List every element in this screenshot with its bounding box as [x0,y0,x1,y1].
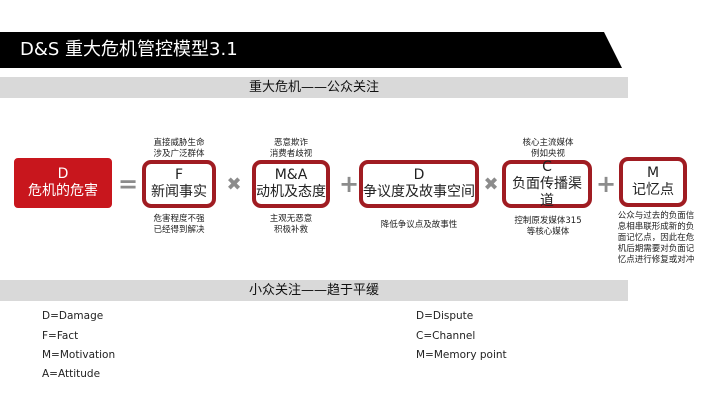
box-label: 危机的危害 [28,183,98,199]
box-label: 记忆点 [632,182,674,198]
ma-note-below: 主观无恶意积极补救 [269,214,313,235]
plus-icon: + [596,170,617,198]
multiply-icon: ✖ [226,174,242,195]
box-letter: F [174,167,184,183]
box-damage: D 危机的危害 [14,158,112,208]
box-label: 负面传播渠道 [512,175,582,209]
box-label: C [542,158,552,175]
plus-icon: + [339,170,360,198]
legend-channel: C=Channel [416,330,476,342]
f-note-below: 危害程度不强已经得到解决 [153,214,205,235]
band-minor-attention: 小众关注——趋于平缓 [0,280,628,301]
c-note-above: 核心主流媒体例如央视 [522,138,574,159]
legend-damage: D=Damage [42,310,104,322]
box-letter: D [57,166,69,182]
equals-icon: = [118,170,139,198]
box-letter: M&A [274,167,308,183]
legend-attitude: A=Attitude [42,368,101,380]
box-label: 争议度及故事空间 [363,184,475,200]
band-major-crisis: 重大危机——公众关注 [0,77,628,98]
ma-note-above: 恶意欺诈消费者歧视 [269,138,313,159]
legend-fact: F=Fact [42,330,79,342]
dispute-note-below: 降低争议点及故事性 [380,220,458,230]
legend-dispute: D=Dispute [416,310,474,322]
f-note-above: 直接威胁生命涉及广泛群体 [153,138,205,159]
box-label: 新闻事实 [151,184,207,200]
legend-memory: M=Memory point [416,349,507,361]
box-letter: M [646,165,660,181]
slide-title: D&S 重大危机管控模型3.1 [0,32,622,68]
legend-motivation: M=Motivation [42,349,116,361]
box-label: 动机及态度 [256,184,326,200]
m-note-below: 公众与过去的负面信息相串联形成新的负面记忆点，因此在危机后期需要对负面记忆点进行… [617,211,695,265]
box-letter: D [413,167,425,183]
multiply-icon: ✖ [483,174,499,195]
